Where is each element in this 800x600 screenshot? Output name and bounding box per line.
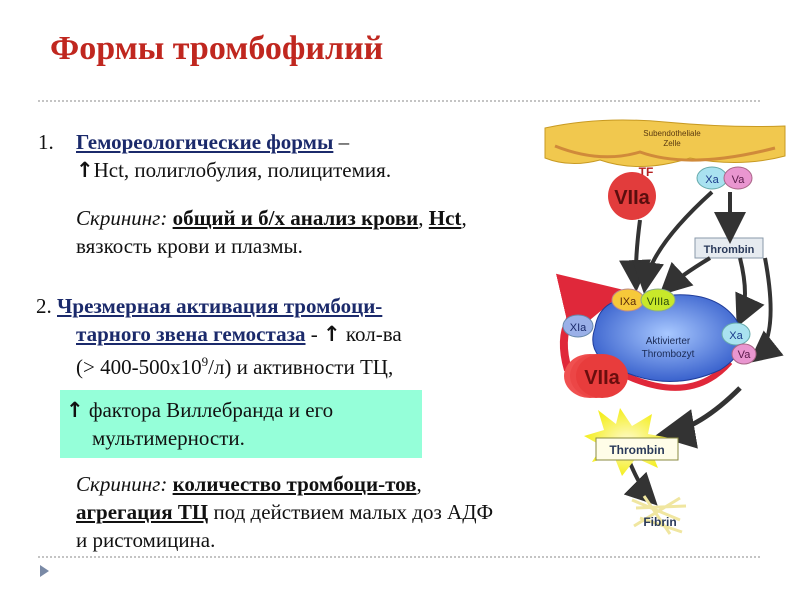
fibrin-strands	[631, 495, 687, 535]
screening-1: Скрининг: общий и б/х анализ крови, Hct,…	[76, 204, 516, 260]
screening-2-sep: ,	[416, 472, 422, 496]
va2-label: Va	[738, 349, 752, 361]
arrow-prothrombinase-to-thrombin	[655, 386, 742, 449]
cell-label-line-2: Zelle	[663, 139, 681, 148]
va-label: Va	[732, 174, 746, 186]
arrow-thrombin-to-platelet	[748, 257, 784, 364]
screening-1-test-2: Hct	[428, 206, 462, 230]
item-2: 2. Чрезмерная активация тромбоци- тарног…	[36, 292, 496, 381]
top-divider	[38, 100, 760, 102]
green-note-line-2: мультимерности.	[92, 426, 245, 450]
item-2-exponent: 9	[201, 354, 209, 369]
item-2-count-c: /л) и активности ТЦ,	[208, 355, 394, 379]
platelet-label-2: Thrombozyt	[642, 349, 695, 360]
factor-viiia	[640, 288, 676, 312]
up-arrow-icon: ↑	[66, 398, 84, 422]
ixa-label: IXa	[620, 296, 637, 308]
item-2-heading-b: тарного звена гемостаза	[76, 322, 306, 346]
cell-label-line-1: Subendotheliale	[643, 129, 701, 138]
arrow-thrombin-to-viiia	[659, 256, 712, 296]
green-note: ↑ фактора Виллебранда и его мультимернос…	[66, 396, 416, 452]
viia-label: VIIa	[614, 187, 650, 209]
item-1-heading: Гемореологические формы	[76, 130, 334, 154]
screening-2-test-1: количество тромбоци-тов	[172, 472, 417, 496]
screening-2-label: Скрининг:	[76, 472, 168, 496]
factor-xia	[562, 314, 594, 338]
item-1-dash: –	[333, 130, 350, 154]
bottom-divider	[38, 556, 760, 558]
slide-title: Формы тромбофилий	[50, 30, 384, 67]
item-2-line-2: тарного звена гемостаза - ↑ кол-ва	[36, 320, 496, 348]
coagulation-diagram: Subendotheliale Zelle TF VIIa Xa Va Thro…	[544, 119, 786, 535]
factor-va-platelet	[731, 343, 757, 365]
green-note-line-1: фактора Виллебранда и его	[83, 398, 334, 422]
item-1-text: Hct, полиглобулия, полицитемия.	[93, 158, 392, 182]
viiia-label: VIIIa	[647, 296, 671, 308]
item-1-body: Гемореологические формы – ↑Hct, полиглоб…	[76, 128, 506, 184]
xa2-label: Xa	[729, 330, 743, 342]
item-2-line-3: (> 400-500х109/л) и активности ТЦ,	[36, 348, 496, 381]
arrow-thrombin-to-fibrin	[623, 457, 658, 506]
arrow-viia-to-ixa	[619, 219, 652, 292]
screening-1-rest: , вязкость крови и плазмы.	[76, 206, 467, 258]
slide-bullet-icon	[40, 565, 49, 577]
platelet-label-1: Aktivierter	[646, 336, 691, 347]
item-1-number: 1.	[38, 130, 54, 154]
screening-1-test-1: общий и б/х анализ крови	[172, 206, 419, 230]
viia2-label: VIIa	[584, 367, 620, 389]
factor-viia-bottom	[576, 354, 628, 398]
factor-viia-top	[608, 172, 656, 220]
subendothelial-cell: Subendotheliale Zelle	[544, 119, 786, 167]
item-2-number: 2.	[36, 294, 52, 318]
up-arrow-icon: ↑	[323, 322, 341, 346]
item-2-heading-a: Чрезмерная активация тромбоци-	[57, 294, 383, 318]
item-2-count-a: кол-ва	[340, 322, 402, 346]
screening-2: Скрининг: количество тромбоци-тов, агрег…	[76, 470, 496, 554]
highlight-box	[60, 390, 422, 458]
xia-label: XIa	[570, 322, 587, 334]
xa-label: Xa	[705, 174, 719, 186]
thrombin-box-bottom	[595, 437, 679, 461]
thrombin-burst-label: Thrombin	[609, 443, 664, 457]
red-arrow-lower	[616, 360, 733, 391]
factor-va-top	[723, 166, 753, 190]
up-arrow-icon: ↑	[76, 158, 94, 182]
thrombin-top-label: Thrombin	[704, 244, 755, 256]
item-2-dash: -	[305, 322, 324, 346]
screening-1-sep: ,	[418, 206, 429, 230]
arrow-xa-to-ixa	[632, 190, 714, 294]
item-2-count-b: (> 400-500х10	[76, 355, 202, 379]
arrow-thrombin-to-va	[735, 257, 765, 328]
screening-2-test-2: агрегация ТЦ	[76, 500, 209, 524]
screening-2-rest: под действием малых доз АДФ и ристомицин…	[76, 500, 494, 552]
factor-xa-platelet	[721, 322, 751, 346]
fibrin-label: Fibrin	[643, 515, 676, 529]
screening-1-label: Скрининг:	[76, 206, 168, 230]
